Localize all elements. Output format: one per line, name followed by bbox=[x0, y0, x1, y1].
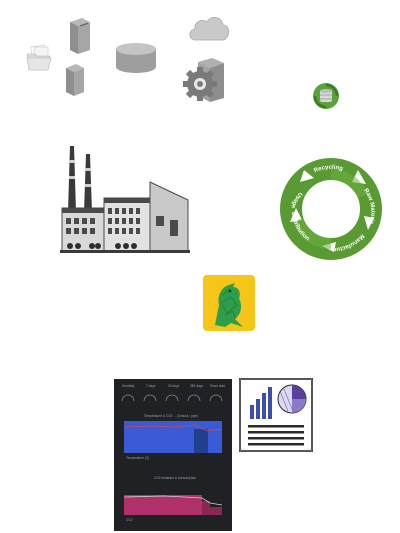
dashboard-legend: CO2 bbox=[126, 518, 133, 522]
factory-icon bbox=[56, 142, 192, 254]
dashboard-legend: Temperature (C) bbox=[126, 456, 149, 460]
dashboard-stat-label: 7 days bbox=[146, 384, 156, 388]
dashboard-stat-label: Since start bbox=[210, 384, 225, 388]
dashboard-panel-title: Temperature & CO2 ... (Celsius / ppm) bbox=[144, 414, 198, 418]
server-tower-icon bbox=[68, 16, 92, 56]
server-tower-icon bbox=[64, 62, 86, 98]
monitoring-dashboard: Humidity 7 days 30 days 365 days Since s… bbox=[114, 379, 232, 531]
dashboard-panel-title: CO2 emission & consumption bbox=[154, 476, 196, 480]
bird-logo-icon bbox=[203, 275, 255, 331]
database-cylinder-icon bbox=[114, 42, 158, 74]
dashboard-stat-label: Humidity bbox=[122, 384, 135, 388]
folder-icon bbox=[26, 44, 52, 72]
report-chart-icon bbox=[238, 377, 314, 453]
cloud-icon bbox=[186, 14, 232, 44]
recycle-database-icon bbox=[312, 82, 340, 110]
dashboard-stat-label: 30 days bbox=[168, 384, 180, 388]
lifecycle-cycle-diagram: Recycling Raw Materials Manufacturing Di… bbox=[276, 152, 384, 262]
gear-server-icon bbox=[183, 58, 228, 104]
lifecycle-label-recycling: Recycling bbox=[313, 165, 344, 174]
dashboard-stat-label: 365 days bbox=[190, 384, 203, 388]
